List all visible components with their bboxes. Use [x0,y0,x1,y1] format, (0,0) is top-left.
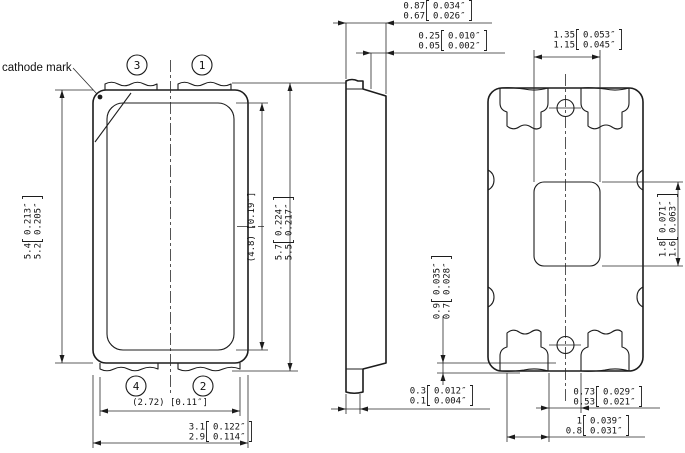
dim-pad-height-in-min: 0.063″ [669,200,679,233]
dim-lens-height-ref-text: (4.8) [0.19″] [247,192,257,262]
side-profile-outline [345,78,387,395]
lead-top-left [104,81,158,90]
pin3-label: 3 [134,59,141,72]
dim-overall-height-in-max: 0.224″ [275,203,285,236]
dim-overall-width: 3.1 2.9 0.122″ 0.114″ [92,375,252,448]
pin2-circle [192,375,214,397]
dim-lens-width-ref: (2.72) [0.11″] [99,377,241,416]
dim-thickness-in-min: 0.026″ [433,12,466,22]
hole-crosslines [549,107,581,346]
dim-lens-width-ref-text: (2.72) [0.11″] [132,398,208,408]
lead-bottom-right [177,363,241,372]
dim-lead-foot-in-max: 0.012″ [434,387,467,397]
dim-standoff-in-min: 0.002″ [448,42,481,52]
dim-pad-width: 1.35 1.15 0.053″ 0.045″ [533,29,622,182]
pad-bottom-left [499,329,549,372]
dim-thickness: 0.87 0.67 0.034″ 0.026″ [333,0,492,94]
dim-pad-gap-in-min: 0.021″ [603,398,636,408]
dim-overall-height-mm-min: 5.5 [285,244,295,260]
top-hole [556,98,575,118]
pad-bottom-right [580,329,630,372]
dim-overall-height-in-min: 0.217″ [285,203,295,236]
pad-top-right [580,87,630,130]
pin1-circle [191,54,213,76]
dim-lead-width-mm-max: 1 [577,417,582,427]
dim-body-height-mm-max: 5.4 [24,243,34,259]
pin4-label: 4 [133,380,140,393]
dim-pad-width-in-min: 0.045″ [583,41,616,51]
dim-overall-width-mm-max: 3.1 [189,423,205,433]
dim-lead-width-in-min: 0.031″ [590,427,623,437]
pin3-circle [126,54,148,76]
dim-pad-width-mm-min: 1.15 [553,41,575,51]
dim-pad-gap: 0.73 0.53 0.029″ 0.021″ [536,373,660,413]
dim-lead-height-in-max: 0.035″ [433,262,443,295]
dim-standoff-mm-max: 0.25 [418,32,440,42]
side-view [345,78,387,395]
dim-overall-width-mm-min: 2.9 [189,433,205,443]
dim-lens-height-ref: (4.8) [0.19″] [236,102,268,351]
lead-bottom-left [99,363,159,372]
dim-pad-height: 1.8 1.6 0.071″ 0.063″ [602,181,683,267]
dim-thickness-in-max: 0.034″ [433,2,466,12]
pin2-label: 2 [200,380,207,393]
dim-overall-height-mm-max: 5.7 [275,244,285,260]
dim-pad-gap-in-max: 0.029″ [603,388,636,398]
bottom-hole [556,335,575,355]
dim-lead-height-mm-min: 0.7 [443,303,453,319]
dim-pad-width-in-max: 0.053″ [583,31,616,41]
side-lead-edges [346,88,363,370]
cathode-dot [97,94,103,100]
cathode-mark-label: cathode mark [2,62,72,74]
dim-pad-gap-mm-max: 0.73 [573,388,595,398]
dim-body-height-in-min: 0.205″ [34,202,44,235]
cathode-chamfer-line [94,92,132,143]
dim-pad-height-mm-min: 1.6 [669,241,679,257]
dim-pad-gap-mm-min: 0.53 [573,398,595,408]
dim-lead-foot-mm-min: 0.1 [410,397,426,407]
dim-lead-foot-mm-max: 0.3 [410,387,426,397]
pad-top-left [499,87,549,130]
dim-overall-width-in-min: 0.114″ [213,433,246,443]
side-castellation-notches [487,169,644,308]
dim-lead-foot-in-min: 0.004″ [434,397,467,407]
dim-thickness-mm-min: 0.67 [403,12,425,22]
dim-lead-width-in-max: 0.039″ [590,417,623,427]
dim-lead-width-mm-min: 0.8 [566,427,582,437]
dim-pad-height-mm-max: 1.8 [659,241,669,257]
dim-thickness-mm-max: 0.87 [403,2,425,12]
dim-pad-width-mm-max: 1.35 [553,31,575,41]
dim-lead-width: 1 0.8 0.039″ 0.031″ [506,373,645,442]
front-view: 3 1 4 2 cathode mark [2,54,264,397]
dim-pad-height-in-max: 0.071″ [659,200,669,233]
dim-lead-foot: 0.3 0.1 0.012″ 0.004″ [331,385,490,414]
dim-standoff-in-max: 0.010″ [448,32,481,42]
pin4-circle [125,375,147,397]
dim-body-height-in-max: 0.213″ [24,202,34,235]
dim-lead-height: 0.9 0.7 0.035″ 0.028″ [431,256,556,385]
dim-standoff-mm-min: 0.05 [418,42,440,52]
back-view [487,74,644,404]
lead-top-right [177,81,232,90]
dim-standoff: 0.25 0.05 0.010″ 0.002″ [356,30,505,89]
dim-lead-height-mm-max: 0.9 [433,303,443,319]
dim-overall-height: 5.7 5.5 0.224″ 0.217″ [232,82,346,372]
dim-body-height: 5.4 5.2 0.213″ 0.205″ [22,89,93,364]
pin1-label: 1 [199,59,206,72]
thermal-pad [533,181,601,267]
dim-lead-height-in-min: 0.028″ [443,262,453,295]
dim-overall-width-in-max: 0.122″ [213,423,246,433]
dim-body-height-mm-min: 5.2 [34,243,44,259]
